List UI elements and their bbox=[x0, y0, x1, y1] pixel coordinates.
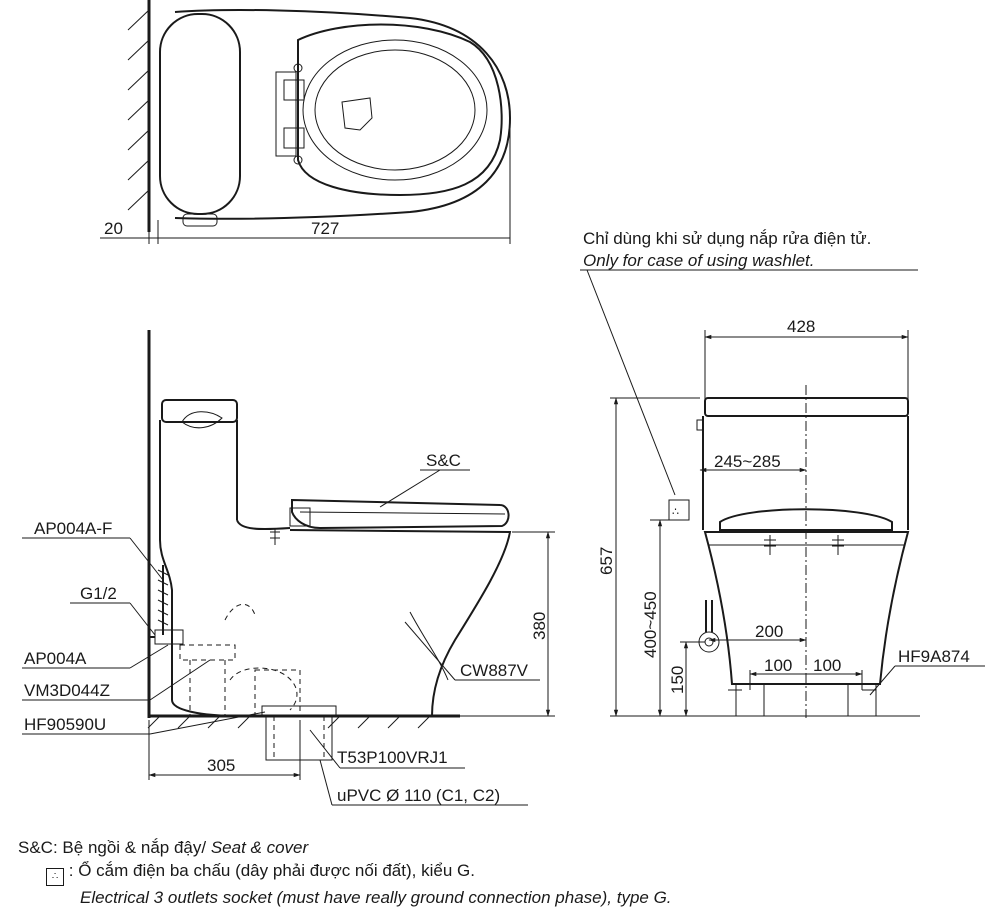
side-bowl-shade bbox=[409, 611, 449, 681]
top-dim-wall-gap: 20 bbox=[104, 219, 123, 238]
front-note-leader bbox=[586, 269, 676, 496]
front-dim-inlet-height: 150 bbox=[668, 666, 687, 694]
top-hinge-lower bbox=[283, 127, 305, 149]
front-dim-half-width: 200 bbox=[755, 622, 783, 641]
side-label-seat-cover: S&C bbox=[426, 451, 461, 470]
side-flange bbox=[261, 705, 337, 717]
top-drain-hole bbox=[341, 97, 373, 131]
top-wall-hatch bbox=[127, 9, 150, 211]
side-floor-hatch bbox=[147, 715, 431, 729]
side-label-supply-hose: AP004A-F bbox=[34, 519, 112, 538]
side-stop-valve bbox=[154, 629, 184, 645]
legend: S&C: Bệ ngồi & nắp đậy/ Seat & cover ∴ :… bbox=[18, 836, 978, 909]
front-dim-left: 100 bbox=[764, 656, 792, 675]
top-bowl-inner bbox=[314, 49, 476, 171]
side-bowl-front bbox=[289, 529, 512, 717]
front-dim-right: 100 bbox=[813, 656, 841, 675]
front-dim-socket-height: 400~450 bbox=[641, 591, 660, 658]
front-dim-width: 428 bbox=[787, 317, 815, 336]
legend-sc-abbr: S&C: bbox=[18, 838, 58, 857]
top-body-outline bbox=[174, 9, 512, 220]
top-water-inlet bbox=[182, 213, 218, 227]
side-tank-back bbox=[159, 420, 241, 717]
legend-socket-colon: : bbox=[68, 861, 74, 880]
legend-row-socket-en: Electrical 3 outlets socket (must have r… bbox=[18, 886, 978, 909]
side-flush-button-icon bbox=[181, 411, 223, 429]
legend-sc-vi: Bệ ngồi & nắp đậy/ bbox=[62, 838, 207, 857]
side-label-drain-pipe: T53P100VRJ1 bbox=[337, 748, 448, 767]
legend-sc-en: Seat & cover bbox=[210, 838, 309, 857]
legend-socket-vi: Ổ cắm điện ba chấu (dây phải được nối đấ… bbox=[78, 861, 475, 880]
side-view: 305 380 S&C AP004A-F G1/2 AP004A VM3D044… bbox=[22, 330, 555, 806]
top-view: 20 727 bbox=[100, 0, 512, 244]
side-tank-base bbox=[236, 519, 291, 530]
top-seat bbox=[297, 23, 503, 197]
front-seat bbox=[719, 508, 893, 531]
front-supply-hose bbox=[705, 600, 713, 632]
socket-icon: ∴ bbox=[46, 868, 64, 886]
legend-row-seat: S&C: Bệ ngồi & nắp đậy/ Seat & cover bbox=[18, 836, 978, 859]
side-inlet-dashed bbox=[179, 644, 236, 661]
side-label-flange: HF90590U bbox=[24, 715, 106, 734]
side-tank-lid bbox=[161, 399, 238, 423]
front-dim-height: 657 bbox=[597, 547, 616, 575]
side-hinge bbox=[289, 507, 311, 527]
side-label-pipe-spec: uPVC Ø 110 (C1, C2) bbox=[337, 786, 500, 805]
top-hinge-block bbox=[275, 71, 297, 157]
side-dim-rough-in: 305 bbox=[207, 756, 235, 775]
front-bolt-left bbox=[764, 535, 776, 555]
side-seat bbox=[291, 498, 510, 530]
front-view: Chỉ dùng khi sử dụng nắp rửa điện tử. On… bbox=[580, 229, 985, 718]
side-drain-pipe bbox=[265, 715, 333, 761]
front-bolt-right bbox=[832, 535, 844, 555]
side-label-thread: G1/2 bbox=[80, 584, 117, 603]
top-bolt-icon bbox=[293, 63, 303, 73]
front-note-vi: Chỉ dùng khi sử dụng nắp rửa điện tử. bbox=[583, 229, 871, 248]
legend-socket-en: Electrical 3 outlets socket (must have r… bbox=[80, 888, 672, 907]
front-dim-bolt-spacing: 245~285 bbox=[714, 452, 781, 471]
legend-row-socket: ∴ : Ổ cắm điện ba chấu (dây phải được nố… bbox=[18, 859, 978, 886]
top-hinge-upper bbox=[283, 79, 305, 101]
front-tank-body bbox=[702, 416, 909, 530]
side-bolt bbox=[270, 528, 280, 545]
svg-text:∴: ∴ bbox=[672, 506, 679, 518]
top-bolt-icon bbox=[293, 155, 303, 165]
top-bowl-rim bbox=[302, 39, 488, 181]
side-label-drain-adapter: VM3D044Z bbox=[24, 681, 110, 700]
top-dim-length: 727 bbox=[311, 219, 339, 238]
side-label-bowl: CW887V bbox=[460, 661, 529, 680]
front-label-fixing-kit: HF9A874 bbox=[898, 647, 970, 666]
side-label-stop-valve: AP004A bbox=[24, 649, 87, 668]
front-note-en: Only for case of using washlet. bbox=[583, 251, 815, 270]
front-tank-lid bbox=[704, 397, 909, 417]
side-dim-seat-height: 380 bbox=[530, 612, 549, 640]
top-tank bbox=[159, 13, 241, 215]
front-socket-icon bbox=[668, 499, 690, 521]
